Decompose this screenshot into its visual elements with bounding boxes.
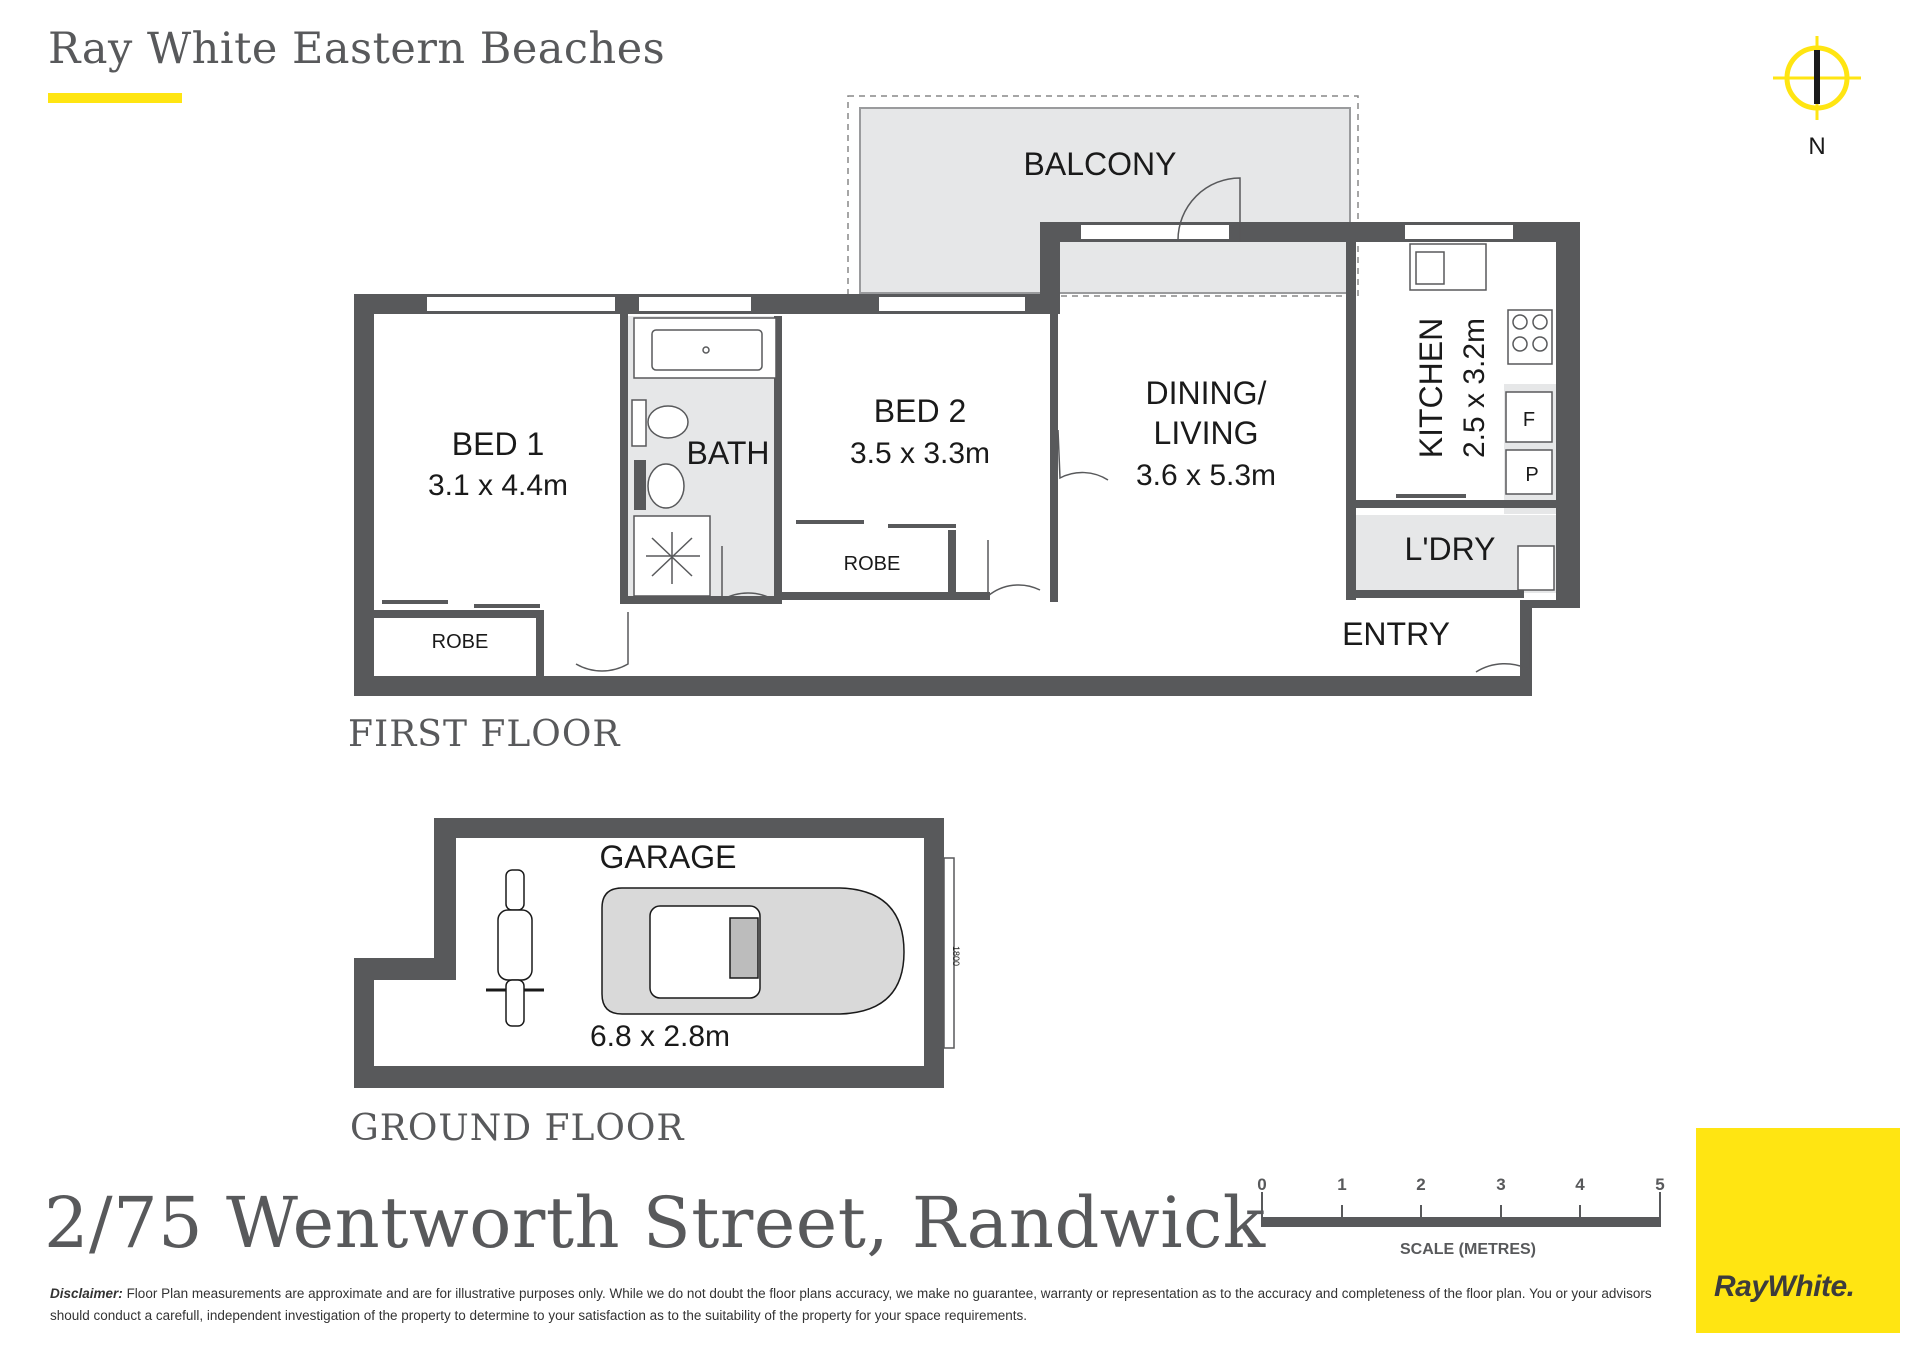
bed2-size: 3.5 x 3.3m: [850, 437, 990, 470]
interior-walls: [374, 242, 1556, 680]
balcony-label: BALCONY: [1024, 146, 1177, 182]
laundry-label: L'DRY: [1405, 531, 1496, 567]
scale-tick-2: 2: [1416, 1175, 1425, 1194]
bed2-label: BED 2: [874, 393, 966, 429]
bed1-size: 3.1 x 4.4m: [428, 469, 568, 502]
ray-white-logo: RayWhite.: [1696, 1128, 1900, 1333]
scale-tick-3: 3: [1496, 1175, 1505, 1194]
scale-tick-1: 1: [1337, 1175, 1346, 1194]
logo-text: RayWhite.: [1714, 1270, 1855, 1303]
property-address: 2/75 Wentworth Street, Randwick: [44, 1182, 1266, 1264]
garage-label: GARAGE: [600, 839, 737, 875]
first-floor-label: FIRST FLOOR: [348, 714, 621, 755]
doors: [575, 177, 1531, 673]
compass-icon: [1773, 36, 1861, 120]
kitchen-fixtures: [1409, 243, 1555, 591]
motorbike-icon: [486, 869, 544, 1027]
robe-doors: [382, 494, 1466, 608]
balcony-area: [847, 95, 1359, 297]
brand-title: Ray White Eastern Beaches: [48, 24, 666, 74]
scale-tick-0: 0: [1257, 1175, 1266, 1194]
bath-fixtures: [631, 317, 777, 597]
pantry-label: P: [1525, 464, 1538, 486]
scale-tick-4: 4: [1575, 1175, 1585, 1194]
kitchen-size: 2.5 x 3.2m: [1458, 318, 1491, 458]
entry-label: ENTRY: [1342, 616, 1450, 652]
car-icon: [601, 887, 905, 1015]
scale-tick-5: 5: [1655, 1175, 1664, 1194]
dining-label-line1: DINING/: [1146, 375, 1267, 411]
disclaimer-label: Disclaimer:: [50, 1286, 123, 1301]
compass-label: N: [1808, 133, 1825, 160]
windows: [425, 223, 1515, 313]
bath-label: BATH: [687, 435, 770, 471]
bed1-label: BED 1: [452, 426, 544, 462]
bed2-robe-label: ROBE: [844, 553, 901, 575]
garage-door: [943, 857, 955, 1049]
dining-label-line2: LIVING: [1154, 415, 1259, 451]
garage-door-width: 1800: [951, 946, 961, 966]
scale-bar: [1261, 1192, 1661, 1227]
garage-size: 6.8 x 2.8m: [590, 1020, 730, 1053]
disclaimer-text: Floor Plan measurements are approximate …: [50, 1286, 1652, 1323]
ground-floor-label: GROUND FLOOR: [350, 1108, 685, 1149]
disclaimer: Disclaimer: Floor Plan measurements are …: [50, 1283, 1670, 1327]
kitchen-label: KITCHEN: [1413, 318, 1449, 458]
fridge-label: F: [1523, 409, 1535, 431]
bed1-robe-label: ROBE: [432, 631, 489, 653]
scale-label: SCALE (METRES): [1400, 1241, 1536, 1258]
brand-underline: [48, 93, 182, 103]
dining-size: 3.6 x 5.3m: [1136, 459, 1276, 492]
